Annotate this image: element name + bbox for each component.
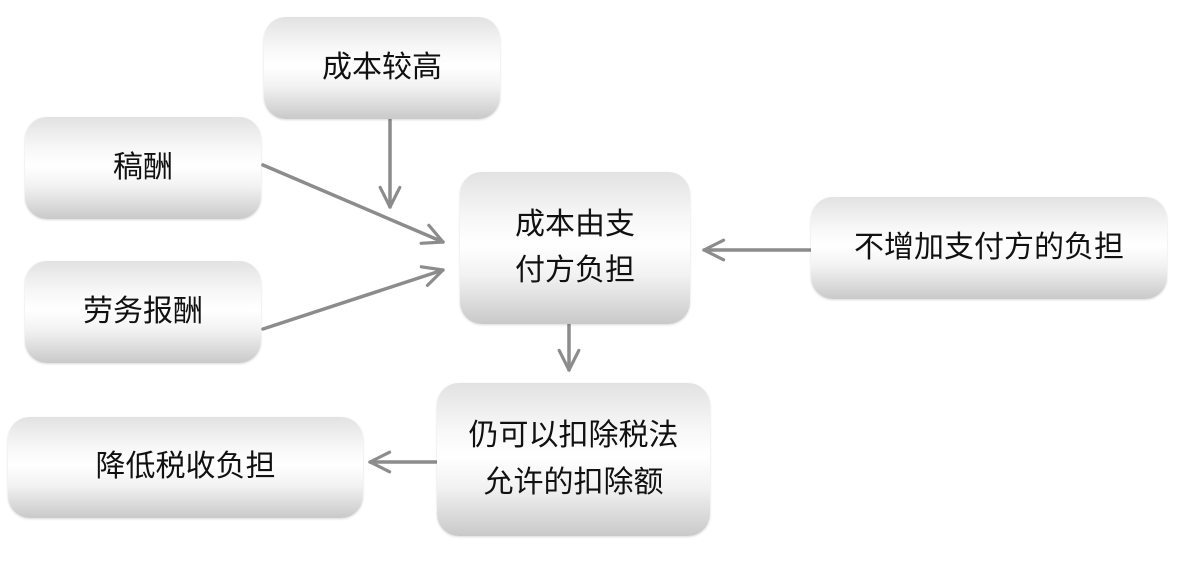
- node-cost-payer: 成本由支 付方负担: [460, 172, 690, 324]
- arrow-manuscript-to-cost-payer: [261, 163, 445, 245]
- node-labor-fee: 劳务报酬: [25, 261, 261, 363]
- node-cost-high: 成本较高: [264, 17, 500, 119]
- node-deductible: 仍可以扣除税法 允许的扣除额: [437, 383, 710, 536]
- node-reduce-tax: 降低税收负担: [8, 417, 363, 518]
- node-no-extra-burden: 不增加支付方的负担: [811, 197, 1167, 299]
- node-manuscript-fee: 稿酬: [25, 117, 261, 219]
- arrow-labor-to-cost-payer: [261, 265, 445, 331]
